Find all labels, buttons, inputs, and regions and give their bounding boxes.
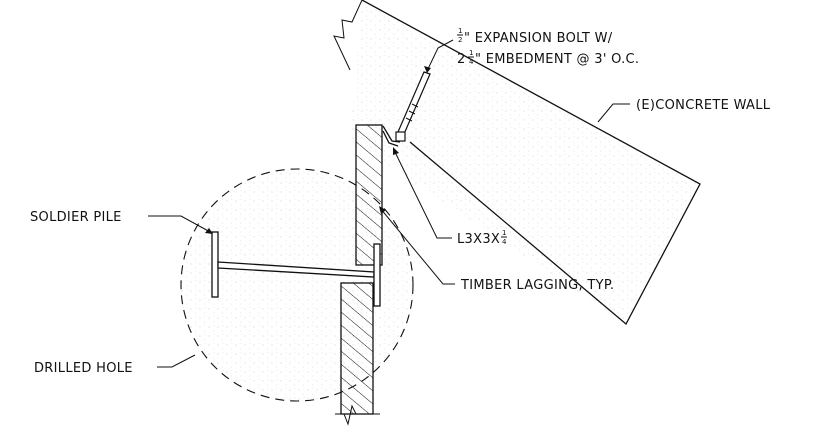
bolt-line2-frac-den: 4 [469,58,474,66]
expansion-bolt [395,71,431,142]
leader-lines [148,39,630,368]
label-angle: L3X3X 1 4 [457,229,507,247]
bolt-frac-den: 2 [458,36,462,44]
soldier-pile [211,231,381,307]
label-concrete-wall: (E)CONCRETE WALL [636,98,771,113]
bolt-frac-num: 1 [458,27,462,35]
label-timber-lagging: TIMBER LAGGING, TYP. [460,278,614,293]
bolt-line2-whole: 2 [457,52,466,67]
bolt-line2: " EMBEDMENT @ 3' O.C. [475,52,639,67]
label-drilled-hole: DRILLED HOLE [34,361,133,376]
angle-frac-den: 4 [502,238,507,246]
label-soldier-pile: SOLDIER PILE [30,210,122,225]
concrete-wall [333,0,701,326]
label-expansion-bolt: 1 2 " EXPANSION BOLT W/ 2 1 4 " EMBEDMEN… [457,27,639,67]
bolt-line1: " EXPANSION BOLT W/ [464,31,613,46]
steel-angle [382,125,401,147]
timber-lagging [335,124,383,426]
angle-main: L3X3X [457,232,500,247]
angle-frac-num: 1 [502,229,506,237]
bolt-line2-frac-num: 1 [469,49,473,57]
